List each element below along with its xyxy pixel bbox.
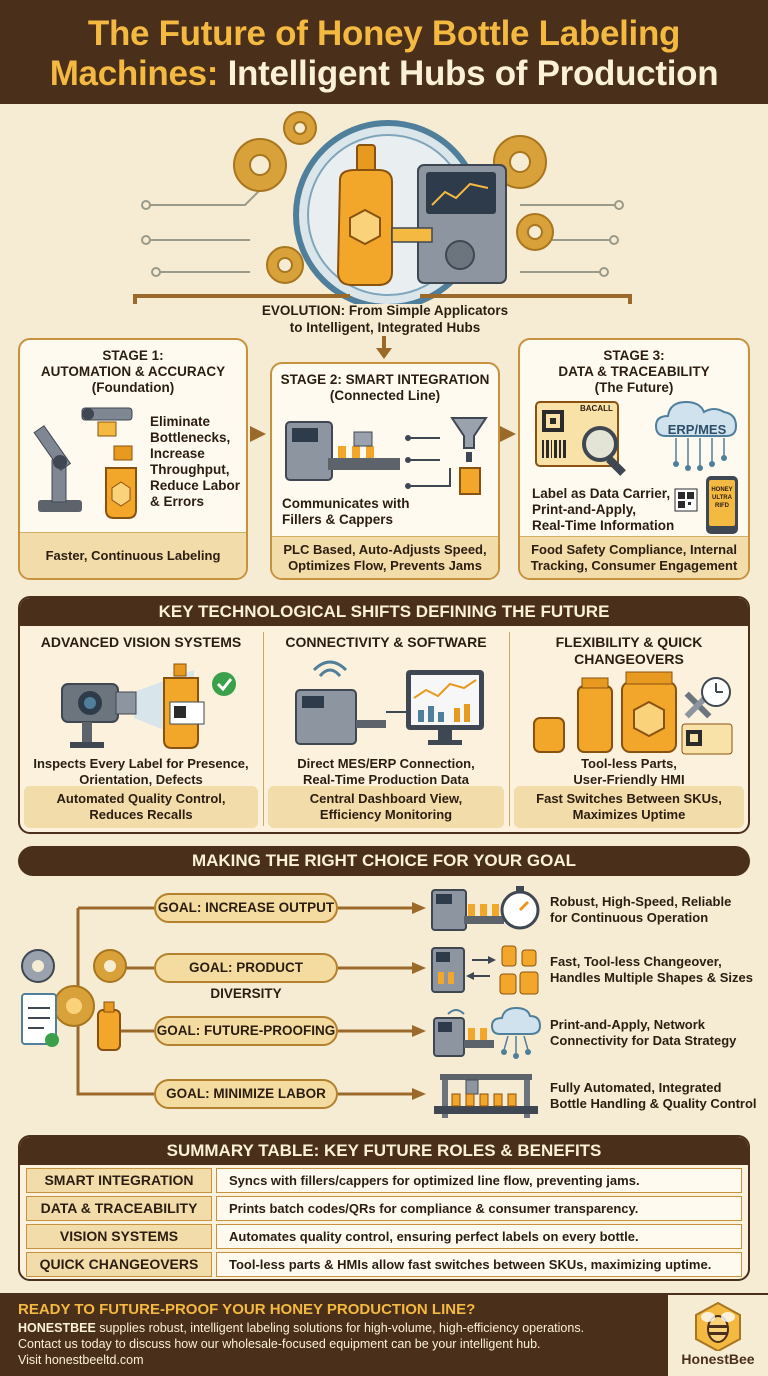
page-title: The Future of Honey Bottle Labeling Mach… bbox=[0, 14, 768, 94]
flexibility-column: FLEXIBILITY & QUICK CHANGEOVERS Tool-les… bbox=[510, 628, 748, 832]
goal-product-diversity: GOAL: PRODUCT DIVERSITY bbox=[154, 953, 338, 1001]
magnifier-icon bbox=[582, 426, 626, 476]
stage-3-card: STAGE 3: DATA & TRACEABILITY (The Future… bbox=[518, 338, 750, 580]
table-row: VISION SYSTEMS Automates quality control… bbox=[26, 1224, 742, 1249]
stage-2-footer: PLC Based, Auto-Adjusts Speed, Optimizes… bbox=[272, 536, 498, 578]
qr-code-icon bbox=[674, 488, 698, 512]
goal-desc-4: Fully Automated, Integrated Bottle Handl… bbox=[550, 1080, 757, 1111]
stage-2-text: Communicates with Fillers & Cappers bbox=[282, 496, 410, 527]
stage-1-footer: Faster, Continuous Labeling bbox=[20, 532, 246, 578]
goal-desc-3: Print-and-Apply, Network Connectivity fo… bbox=[550, 1017, 737, 1048]
footer: READY TO FUTURE-PROOF YOUR HONEY PRODUCT… bbox=[0, 1293, 768, 1376]
title-line-2a: Machines: bbox=[49, 54, 219, 93]
down-arrow-icon bbox=[376, 336, 392, 359]
jars-and-tools-icon bbox=[533, 671, 733, 755]
changeover-icon bbox=[431, 945, 539, 995]
vision-column: ADVANCED VISION SYSTEMS Inspects Every L… bbox=[20, 628, 262, 832]
automated-line-icon bbox=[434, 1074, 538, 1118]
speed-machine-icon bbox=[431, 886, 540, 931]
table-row: DATA & TRACEABILITY Prints batch codes/Q… bbox=[26, 1196, 742, 1221]
labeling-machine-icon bbox=[391, 164, 507, 284]
erp-mes-label: ERP/MES bbox=[667, 422, 727, 437]
goal-desc-2: Fast, Tool-less Changeover, Handles Mult… bbox=[550, 954, 753, 985]
table-row: QUICK CHANGEOVERS Tool-less parts & HMIs… bbox=[26, 1252, 742, 1277]
stage-1-card: STAGE 1: AUTOMATION & ACCURACY (Foundati… bbox=[18, 338, 248, 580]
stage-3-text: Label as Data Carrier, Print-and-Apply, … bbox=[532, 486, 675, 533]
evolution-label: EVOLUTION: From Simple Applicators to In… bbox=[261, 303, 509, 335]
key-shifts-heading: KEY TECHNOLOGICAL SHIFTS DEFINING THE FU… bbox=[20, 598, 748, 626]
stage-3-footer: Food Safety Compliance, Internal Trackin… bbox=[520, 536, 748, 578]
goal-connectors bbox=[76, 902, 426, 1100]
footer-line-1: HONESTBEE supplies robust, intelligent l… bbox=[18, 1321, 585, 1335]
goal-increase-output: GOAL: INCREASE OUTPUT bbox=[154, 893, 338, 923]
honey-bottle-icon bbox=[336, 144, 393, 286]
footer-line-2: Contact us today to discuss how our whol… bbox=[18, 1337, 541, 1351]
phone-icon: HONEY ULTRA RIFD bbox=[706, 476, 738, 534]
stage-2-card: STAGE 2: SMART INTEGRATION (Connected Li… bbox=[270, 362, 500, 580]
divider bbox=[263, 632, 264, 826]
bee-logo-icon bbox=[695, 1301, 741, 1351]
evolution-arrows bbox=[133, 294, 632, 304]
summary-heading: SUMMARY TABLE: KEY FUTURE ROLES & BENEFI… bbox=[20, 1137, 748, 1165]
table-row: SMART INTEGRATION Syncs with fillers/cap… bbox=[26, 1168, 742, 1193]
goal-minimize-labor: GOAL: MINIMIZE LABOR bbox=[154, 1079, 338, 1109]
network-machine-icon bbox=[433, 1006, 542, 1059]
page-header: The Future of Honey Bottle Labeling Mach… bbox=[0, 0, 768, 104]
goals-illustration-icon bbox=[21, 949, 127, 1051]
circuit-lines-icon bbox=[141, 189, 624, 277]
divider bbox=[509, 632, 510, 826]
hero-illustration bbox=[133, 111, 632, 304]
gear-icon bbox=[233, 111, 554, 284]
arrow-right-icon bbox=[500, 426, 516, 442]
goal-future-proofing: GOAL: FUTURE-PROOFING bbox=[154, 1016, 338, 1046]
title-line-1: The Future of Honey Bottle Labeling bbox=[87, 14, 681, 53]
choice-heading: MAKING THE RIGHT CHOICE FOR YOUR GOAL bbox=[18, 846, 750, 876]
summary-table: SUMMARY TABLE: KEY FUTURE ROLES & BENEFI… bbox=[18, 1135, 750, 1281]
key-shifts-section: KEY TECHNOLOGICAL SHIFTS DEFINING THE FU… bbox=[18, 596, 750, 834]
title-line-2b: Intelligent Hubs of Production bbox=[227, 54, 719, 93]
connectivity-column: CONNECTIVITY & SOFTWARE Direct MES/ERP C… bbox=[264, 628, 508, 832]
goal-desc-1: Robust, High-Speed, Reliable for Continu… bbox=[550, 894, 732, 925]
vision-camera-icon bbox=[61, 663, 236, 749]
arrow-right-icon bbox=[250, 426, 266, 442]
website-link[interactable]: Visit honestbeeltd.com bbox=[18, 1353, 144, 1367]
robot-arm-icon bbox=[33, 407, 137, 519]
footer-title: READY TO FUTURE-PROOF YOUR HONEY PRODUCT… bbox=[18, 1301, 476, 1318]
label-text: BACALL bbox=[580, 404, 613, 413]
honestbee-logo: HonestBee bbox=[668, 1295, 768, 1376]
cloud-network-icon bbox=[654, 400, 738, 471]
connected-line-icon bbox=[285, 417, 488, 495]
stage-1-text: Eliminate Bottlenecks, Increase Throughp… bbox=[150, 414, 241, 509]
dashboard-monitor-icon bbox=[295, 660, 484, 745]
